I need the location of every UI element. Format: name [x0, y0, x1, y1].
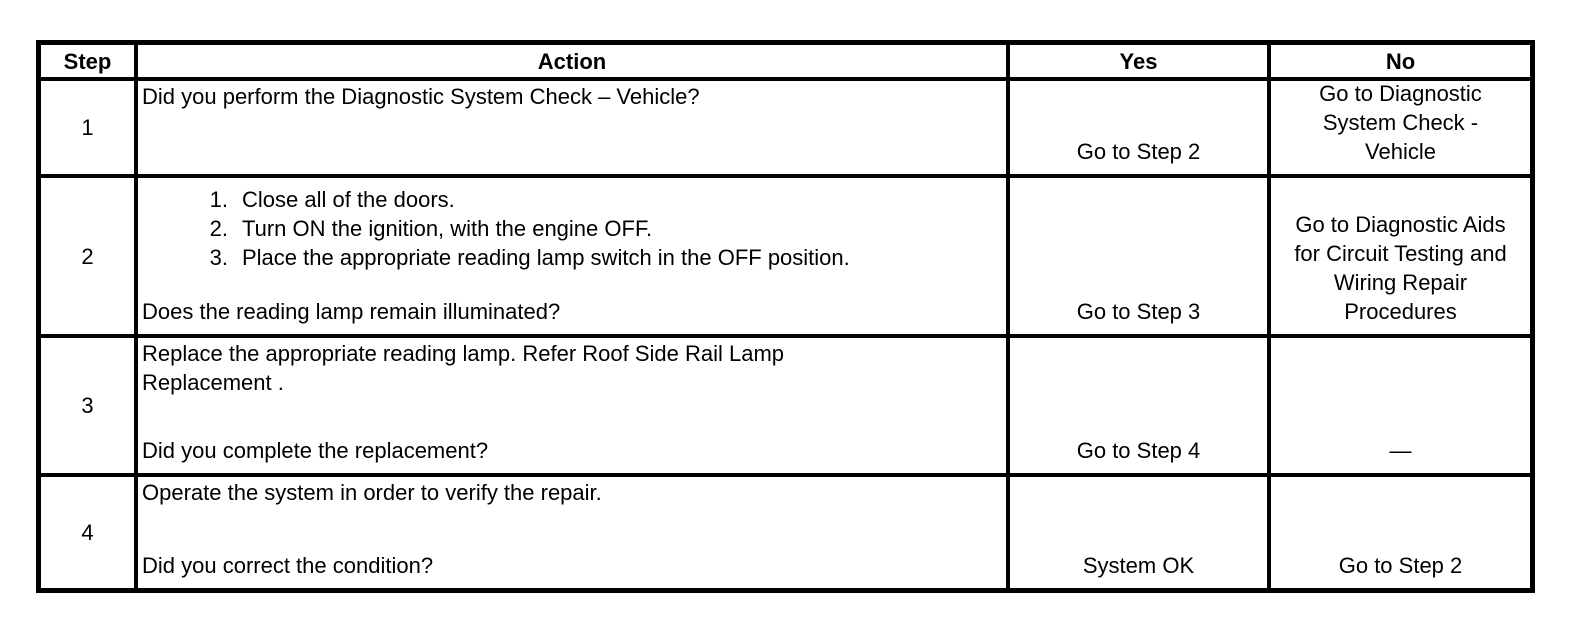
no-cell-1: Go to Diagnostic System Check - Vehicle: [1271, 81, 1530, 178]
action-cell-3: Replace the appropriate reading lamp. Re…: [138, 338, 1010, 477]
list-item-text: Turn ON the ignition, with the engine OF…: [242, 216, 653, 241]
header-step: Step: [41, 45, 138, 81]
no-text: Go to Diagnostic System Check - Vehicle: [1319, 81, 1482, 164]
yes-text: Go to Step 4: [1076, 438, 1201, 463]
yes-text: Go to Step 2: [1076, 139, 1201, 164]
yes-cell-3: Go to Step 4: [1010, 338, 1271, 477]
action-text: Did you perform the Diagnostic System Ch…: [142, 84, 700, 109]
yes-cell-1: Go to Step 2: [1010, 81, 1271, 178]
no-cell-3: —: [1271, 338, 1530, 477]
list-item-number: 2.: [209, 216, 228, 241]
no-text: Go to Step 2: [1338, 553, 1463, 578]
header-no: No: [1271, 45, 1530, 81]
step-number-1: 1: [41, 81, 138, 178]
action-cell-4: Operate the system in order to verify th…: [138, 477, 1010, 588]
step-number-2: 2: [41, 178, 138, 338]
list-item: 1. Close all of the doors.: [142, 185, 946, 214]
diagnostic-table: Step Action Yes No 1 Did you perform the…: [36, 40, 1535, 593]
list-item-text: Close all of the doors.: [242, 187, 455, 212]
no-cell-4: Go to Step 2: [1271, 477, 1530, 588]
list-item-text: Place the appropriate reading lamp switc…: [242, 245, 850, 270]
action-question: Did you correct the condition?: [142, 553, 434, 578]
numbered-list: 1. Close all of the doors. 2. Turn ON th…: [142, 179, 946, 272]
no-text: Go to Diagnostic Aids for Circuit Testin…: [1294, 212, 1507, 324]
action-text: Replace the appropriate reading lamp. Re…: [142, 341, 785, 395]
list-item: 2. Turn ON the ignition, with the engine…: [142, 214, 946, 243]
action-question: Did you complete the replacement?: [142, 438, 489, 463]
list-item-number: 3.: [209, 245, 228, 270]
action-text: Operate the system in order to verify th…: [142, 480, 602, 505]
no-cell-2: Go to Diagnostic Aids for Circuit Testin…: [1271, 178, 1530, 338]
header-action: Action: [138, 45, 1010, 81]
action-question: Does the reading lamp remain illuminated…: [142, 299, 561, 324]
header-yes: Yes: [1010, 45, 1271, 81]
yes-text: System OK: [1082, 553, 1195, 578]
yes-text: Go to Step 3: [1076, 299, 1201, 324]
yes-cell-2: Go to Step 3: [1010, 178, 1271, 338]
list-item-number: 1.: [209, 187, 228, 212]
action-cell-1: Did you perform the Diagnostic System Ch…: [138, 81, 1010, 178]
no-dash: —: [1389, 438, 1412, 463]
step-number-3: 3: [41, 338, 138, 477]
action-cell-2: 1. Close all of the doors. 2. Turn ON th…: [138, 178, 1010, 338]
list-item: 3. Place the appropriate reading lamp sw…: [142, 243, 946, 272]
step-number-4: 4: [41, 477, 138, 588]
yes-cell-4: System OK: [1010, 477, 1271, 588]
